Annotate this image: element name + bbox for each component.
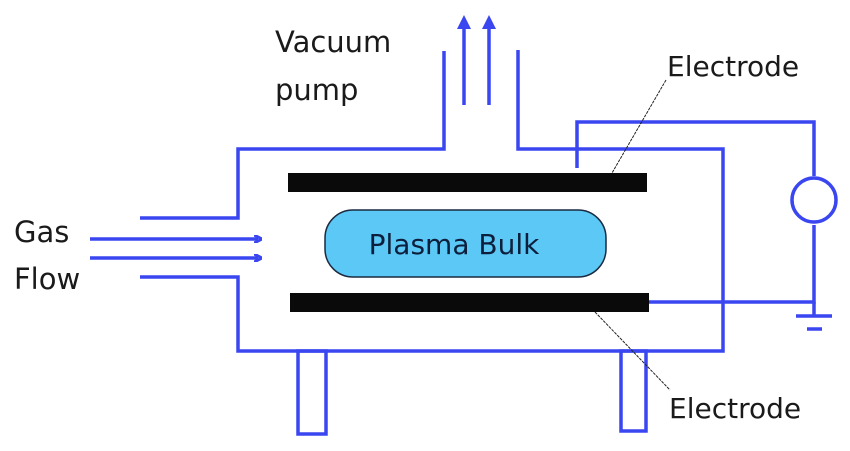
electrode-top-label: Electrode bbox=[667, 50, 799, 83]
electrode-bottom-label: Electrode bbox=[669, 392, 801, 425]
chamber-wall-upper bbox=[140, 51, 446, 220]
power-source-icon bbox=[790, 176, 838, 224]
chamber-wall-right bbox=[140, 50, 725, 353]
plasma-label: Plasma Bulk bbox=[369, 228, 540, 261]
electrode-bottom bbox=[290, 293, 649, 312]
right-leg bbox=[619, 349, 648, 433]
gas-flow-label: Gas bbox=[14, 215, 69, 249]
gas-flow-label-2: Flow bbox=[14, 262, 80, 296]
plasma-bulk bbox=[324, 209, 607, 278]
circuit-wire-bottom bbox=[647, 225, 816, 304]
vacuum-pump-label: Vacuum bbox=[275, 25, 391, 59]
electrode-bottom-leader bbox=[594, 311, 671, 391]
circuit-wire-top bbox=[575, 120, 816, 176]
electrode-top-leader bbox=[611, 79, 667, 174]
left-leg bbox=[296, 349, 328, 436]
vacuum-pump-label-2: pump bbox=[275, 73, 358, 107]
electrode-top bbox=[288, 173, 647, 192]
